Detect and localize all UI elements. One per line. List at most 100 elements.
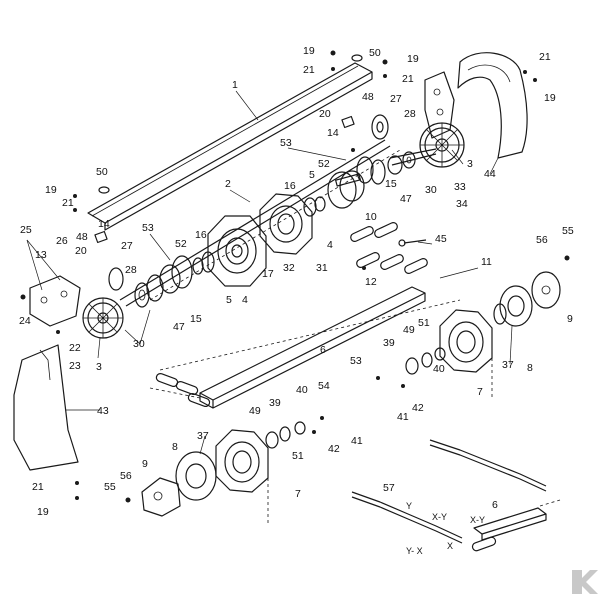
part-number-label-55-83: 55 — [562, 225, 574, 237]
part-number-label-30-49: 30 — [133, 338, 145, 350]
part-number-label-53-79: 53 — [280, 137, 292, 149]
hub-left — [141, 451, 217, 517]
part-number-label-4-4: 4 — [327, 239, 333, 251]
part-number-label-49-72: 49 — [249, 405, 261, 417]
part-number-label-37-54: 37 — [502, 359, 514, 371]
part-number-label-11-17: 11 — [481, 256, 492, 268]
washer-stack-upper — [356, 151, 416, 185]
bearing-plate-left — [29, 275, 81, 327]
part-number-label-5-6: 5 — [309, 169, 315, 181]
part-number-label-31-50: 31 — [316, 262, 328, 274]
chain-connector-bottom — [471, 536, 497, 552]
part-number-label-2-1: 2 — [225, 178, 231, 190]
sprocket-small-upper — [371, 114, 389, 140]
bolt-50-left — [98, 186, 110, 194]
chain-upper — [350, 222, 428, 274]
part-number-label-51-75: 51 — [418, 317, 430, 329]
part-number-label-27-45: 27 — [121, 240, 133, 252]
part-number-label-40-58: 40 — [433, 363, 445, 375]
sprocket-lower-left — [82, 267, 124, 339]
drive-chain-long — [351, 439, 547, 544]
part-number-label-32-51: 32 — [283, 262, 295, 274]
part-number-label-21-37: 21 — [62, 197, 74, 209]
part-number-label-43-64: 43 — [97, 405, 109, 417]
bolt-45 — [398, 239, 427, 247]
washers-right-lower — [405, 347, 446, 375]
part-number-label-5-7: 5 — [226, 294, 232, 306]
part-number-label-16-24: 16 — [284, 180, 296, 192]
part-number-label-42-62: 42 — [412, 402, 424, 414]
part-number-label-19-31: 19 — [37, 506, 49, 518]
part-number-label-49-71: 49 — [403, 324, 415, 336]
part-number-label-42-63: 42 — [328, 443, 340, 455]
part-number-label-54-82: 54 — [318, 380, 330, 392]
part-number-label-6-9: 6 — [492, 499, 498, 511]
part-number-label-25-42: 25 — [20, 224, 32, 236]
bearing-assembly-upper — [327, 170, 365, 209]
part-number-label-16-25: 16 — [195, 229, 207, 241]
part-number-label-12-18: 12 — [365, 276, 377, 288]
part-number-label-39-56: 39 — [383, 337, 395, 349]
part-number-label-57-87: 57 — [383, 482, 395, 494]
part-number-label-7-11: 7 — [295, 488, 301, 500]
part-number-label-9-15: 9 — [142, 458, 148, 470]
callout-labels: 1233445566778899101112131414151516161719… — [19, 45, 574, 518]
guide-rail-short — [473, 499, 561, 541]
part-number-label-53-81: 53 — [350, 355, 362, 367]
part-number-label-52-78: 52 — [175, 238, 187, 250]
part-number-label-53-80: 53 — [142, 222, 154, 234]
part-number-label-48-69: 48 — [362, 91, 374, 103]
part-number-label-56-85: 56 — [536, 234, 548, 246]
part-number-label-37-55: 37 — [197, 430, 209, 442]
part-number-label-8-13: 8 — [172, 441, 178, 453]
bearing-assembly-left — [134, 255, 193, 308]
part-number-label-23-40: 23 — [69, 360, 81, 372]
chain-guard-cover-left — [13, 344, 79, 471]
flange-housing-left — [192, 215, 267, 287]
part-number-label-10-16: 10 — [365, 211, 377, 223]
part-number-label-47-68: 47 — [173, 321, 185, 333]
part-number-label-28-47: 28 — [125, 264, 137, 276]
part-number-label-3-2: 3 — [467, 158, 473, 170]
part-number-label-1-0: 1 — [232, 79, 238, 91]
bearing-plate-upper-right — [424, 71, 455, 139]
part-number-label-51-76: 51 — [292, 450, 304, 462]
small-fasteners — [20, 50, 570, 503]
part-number-label-19-27: 19 — [303, 45, 315, 57]
part-number-label-48-70: 48 — [76, 231, 88, 243]
chain-type-label-y-0: Y — [406, 501, 412, 511]
part-number-label-34-53: 34 — [456, 198, 468, 210]
chain-lower — [155, 373, 211, 407]
part-number-label-30-48: 30 — [425, 184, 437, 196]
part-number-label-24-41: 24 — [19, 315, 31, 327]
part-number-label-52-77: 52 — [318, 158, 330, 170]
part-number-label-6-8: 6 — [320, 344, 326, 356]
part-number-label-26-43: 26 — [56, 235, 68, 247]
part-number-label-28-46: 28 — [404, 108, 416, 120]
part-number-label-15-22: 15 — [385, 178, 397, 190]
part-number-label-21-36: 21 — [539, 51, 551, 63]
part-number-label-14-21: 14 — [98, 218, 110, 230]
part-number-label-19-28: 19 — [407, 53, 419, 65]
flange-housing-upper — [259, 193, 326, 255]
part-number-label-17-26: 17 — [262, 268, 274, 280]
upper-guide-bar — [87, 62, 373, 231]
hub-right — [493, 271, 561, 327]
part-number-label-56-86: 56 — [120, 470, 132, 482]
part-number-label-50-74: 50 — [96, 166, 108, 178]
part-number-label-7-10: 7 — [477, 386, 483, 398]
leader-lines — [26, 90, 513, 455]
chain-type-label-x-y-1: X-Y — [432, 512, 447, 522]
part-number-label-20-32: 20 — [319, 108, 331, 120]
part-number-label-41-60: 41 — [397, 411, 409, 423]
part-number-label-41-61: 41 — [351, 435, 363, 447]
brand-logo-icon — [572, 570, 598, 594]
part-number-label-8-12: 8 — [527, 362, 533, 374]
flange-housing-left-lower — [215, 429, 269, 526]
part-number-label-9-14: 9 — [567, 313, 573, 325]
part-number-label-45-66: 45 — [435, 233, 447, 245]
part-number-label-33-52: 33 — [454, 181, 466, 193]
part-number-label-27-44: 27 — [390, 93, 402, 105]
